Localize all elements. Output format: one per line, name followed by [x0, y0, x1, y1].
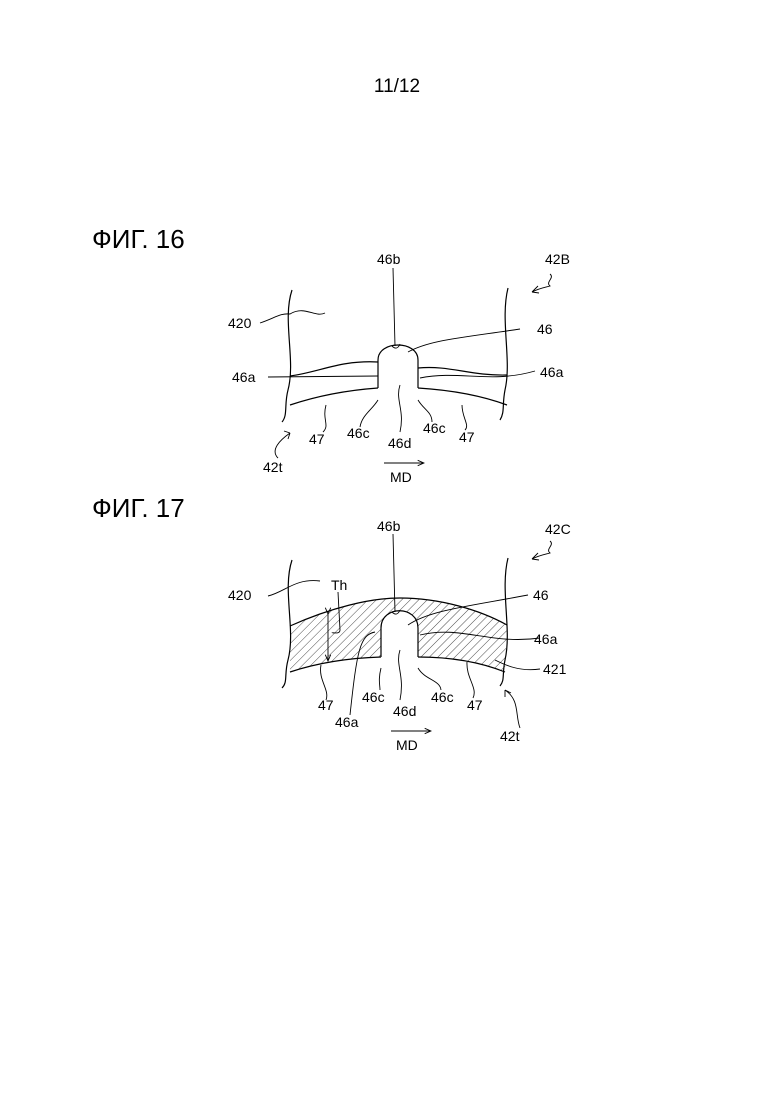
label-center: 46d	[393, 703, 416, 719]
label-layer: 421	[543, 661, 567, 677]
label-ref: 42B	[545, 251, 570, 267]
label-edge-right: 46a	[540, 364, 564, 380]
label-side-right: 46c	[431, 689, 454, 705]
tab-outline	[381, 611, 418, 657]
label-direction: MD	[396, 737, 418, 753]
label-center: 46d	[388, 435, 411, 451]
label-edge-right: 46a	[534, 631, 558, 647]
figure-title: ФИГ. 17	[92, 493, 185, 523]
label-cut-right: 47	[467, 697, 483, 713]
label-tip: 46b	[377, 251, 401, 267]
label-tip: 46b	[377, 518, 401, 534]
label-ref: 42C	[545, 521, 571, 537]
label-tab: 46	[533, 587, 549, 603]
right-break-line	[500, 288, 508, 420]
label-thickness: Th	[331, 577, 347, 593]
label-end: 42t	[263, 459, 283, 475]
label-side-right: 46c	[423, 420, 446, 436]
label-cut-right: 47	[459, 429, 475, 445]
figure-title: ФИГ. 16	[92, 224, 185, 254]
label-end: 42t	[500, 728, 520, 744]
label-side-left: 46c	[362, 689, 385, 705]
label-base: 420	[228, 315, 252, 331]
figure-16: ФИГ. 16 42B 46b 420 46 46a 46a 47 46c 46…	[92, 224, 570, 485]
label-base: 420	[228, 587, 252, 603]
tab-outline	[378, 345, 418, 388]
label-edge-left: 46a	[335, 714, 359, 730]
label-side-left: 46c	[347, 425, 370, 441]
label-cut-left: 47	[318, 697, 334, 713]
left-break-line	[282, 290, 292, 422]
leader-lines	[260, 268, 535, 458]
upper-edge-line	[290, 362, 507, 376]
label-direction: MD	[390, 469, 412, 485]
label-cut-left: 47	[309, 431, 325, 447]
figure-17: ФИГ. 17 42C 46b 420 Th 46 46a 421 47 46a…	[92, 493, 571, 753]
label-edge-left: 46a	[232, 369, 256, 385]
ref-arrow-icon	[532, 274, 551, 293]
ref-arrow-icon	[532, 541, 551, 560]
page-number: 11/12	[374, 76, 420, 97]
label-tab: 46	[537, 321, 553, 337]
